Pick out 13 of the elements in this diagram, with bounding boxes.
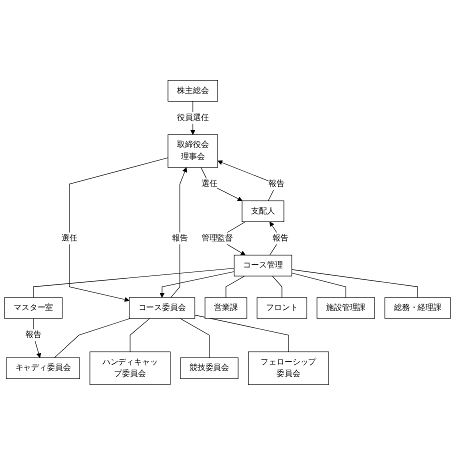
arrow xyxy=(170,167,188,298)
connector xyxy=(194,314,289,352)
connector xyxy=(226,276,245,298)
arrow xyxy=(200,167,242,202)
arrow xyxy=(160,271,234,298)
connector xyxy=(292,272,346,298)
connector xyxy=(54,318,130,358)
arrow xyxy=(69,157,168,302)
connector xyxy=(272,276,282,298)
connector xyxy=(292,269,418,298)
arrow xyxy=(33,318,42,358)
connector xyxy=(33,268,234,298)
connector xyxy=(130,318,150,352)
